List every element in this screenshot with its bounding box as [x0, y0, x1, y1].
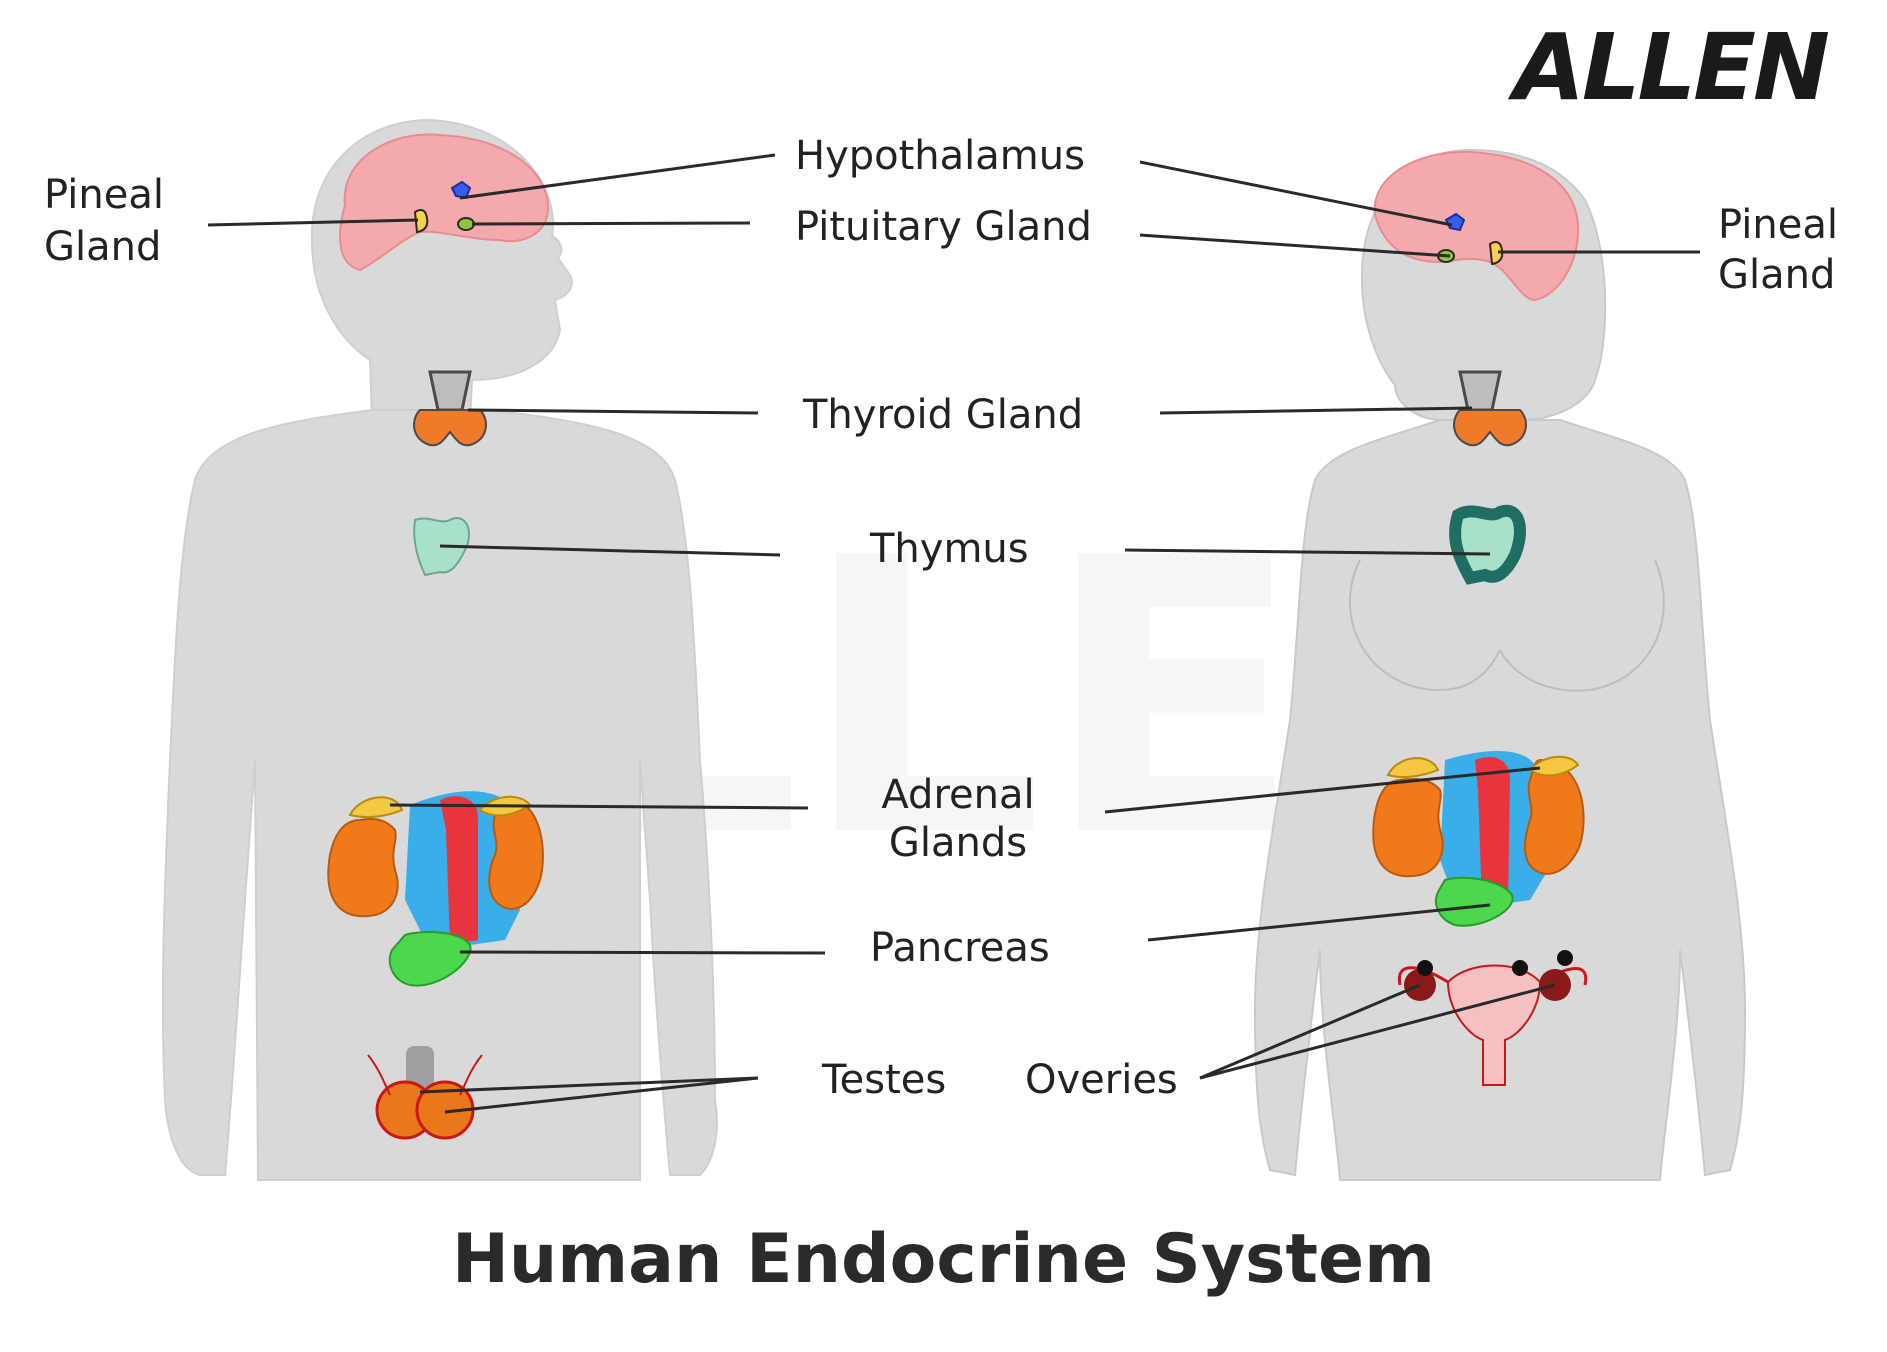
testes — [367, 1046, 483, 1140]
label-pineal-right-2: Gland — [1718, 252, 1836, 298]
label-pineal-left-1: Pineal — [44, 172, 164, 218]
pancreas-male — [388, 931, 472, 987]
kidneys-male — [327, 791, 544, 945]
label-adrenal-1: Adrenal — [881, 772, 1035, 818]
diagram-title: Human Endocrine System — [451, 1220, 1435, 1299]
label-hypothalamus: Hypothalamus — [795, 133, 1085, 179]
label-testes: Testes — [822, 1057, 947, 1103]
female-brain — [1373, 150, 1580, 302]
female-breast-contours — [1349, 559, 1665, 692]
male-brain — [339, 133, 550, 272]
pituitary-male — [457, 217, 475, 231]
label-pineal-left-2: Gland — [44, 224, 162, 270]
allen-logo: ALLEN — [1513, 14, 1830, 121]
male-body — [161, 118, 718, 1181]
label-thyroid-gland: Thyroid Gland — [803, 392, 1084, 438]
label-pancreas: Pancreas — [870, 925, 1050, 971]
kidneys-female — [1372, 750, 1585, 905]
pineal-female — [1488, 241, 1504, 266]
label-pineal-right-1: Pineal — [1718, 202, 1838, 248]
leader-lines — [207, 153, 1700, 1114]
pineal-male — [413, 209, 429, 234]
thymus-female — [1449, 504, 1526, 585]
thyroid-male — [413, 370, 487, 447]
label-thymus: Thymus — [870, 526, 1029, 572]
hypothalamus-male — [450, 180, 472, 200]
thyroid-female — [1453, 370, 1527, 447]
label-pituitary-gland: Pituitary Gland — [795, 204, 1092, 250]
label-adrenal-2: Glands — [888, 820, 1028, 866]
label-ovaries: Overies — [1025, 1057, 1178, 1103]
